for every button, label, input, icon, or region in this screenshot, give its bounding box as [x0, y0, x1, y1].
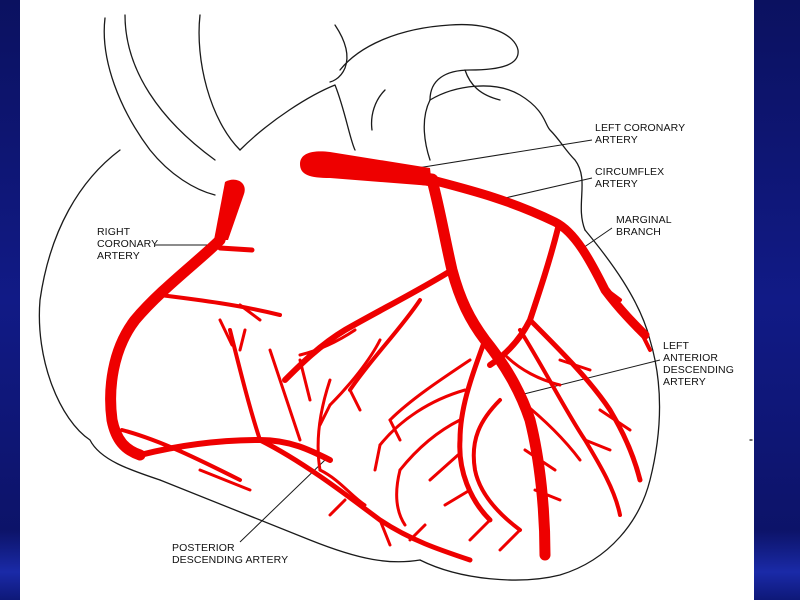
- heart-outline: [38, 14, 753, 581]
- label-line: ARTERY: [663, 376, 706, 388]
- label-line: LEFT: [663, 340, 690, 352]
- leader-lines: [155, 139, 661, 543]
- leader-lad: [519, 359, 661, 396]
- heart-diagram: [38, 14, 753, 581]
- posterior-descending-artery: [218, 318, 473, 563]
- marginal-branch: [518, 317, 643, 517]
- label-line: LEFT CORONARY: [595, 122, 686, 134]
- label-line: DESCENDING: [663, 364, 735, 376]
- label-line: ARTERY: [595, 178, 638, 190]
- left-coronary-artery: [300, 151, 439, 187]
- label-line: CORONARY: [97, 238, 159, 250]
- label-line: POSTERIOR: [172, 542, 235, 554]
- label-marginal-branch: MARGINAL BRANCH: [616, 214, 672, 238]
- label-line: CIRCUMFLEX: [595, 166, 665, 178]
- leader-circumflex: [504, 177, 593, 199]
- label-line: ARTERY: [595, 134, 638, 146]
- label-line: ANTERIOR: [663, 352, 719, 364]
- label-left-anterior-descending-artery: LEFT ANTERIOR DESCENDING ARTERY: [663, 340, 734, 388]
- leader-left-coronary: [404, 139, 593, 171]
- diagram-canvas: LEFT CORONARY ARTERY CIRCUMFLEX ARTERY M…: [20, 0, 754, 600]
- label-left-coronary-artery: LEFT CORONARY ARTERY: [595, 122, 685, 146]
- label-line: MARGINAL: [616, 214, 672, 226]
- right-coronary-artery: [105, 179, 333, 492]
- label-posterior-descending-artery: POSTERIOR DESCENDING ARTERY: [172, 542, 288, 566]
- label-line: RIGHT: [97, 226, 131, 238]
- left-anterior-descending-artery: [282, 174, 582, 561]
- label-line: BRANCH: [616, 226, 661, 238]
- label-line: DESCENDING ARTERY: [172, 554, 289, 566]
- leader-posterior: [239, 459, 326, 543]
- label-circumflex-artery: CIRCUMFLEX ARTERY: [595, 166, 664, 190]
- label-right-coronary-artery: RIGHT CORONARY ARTERY: [97, 226, 158, 262]
- label-line: ARTERY: [97, 250, 140, 262]
